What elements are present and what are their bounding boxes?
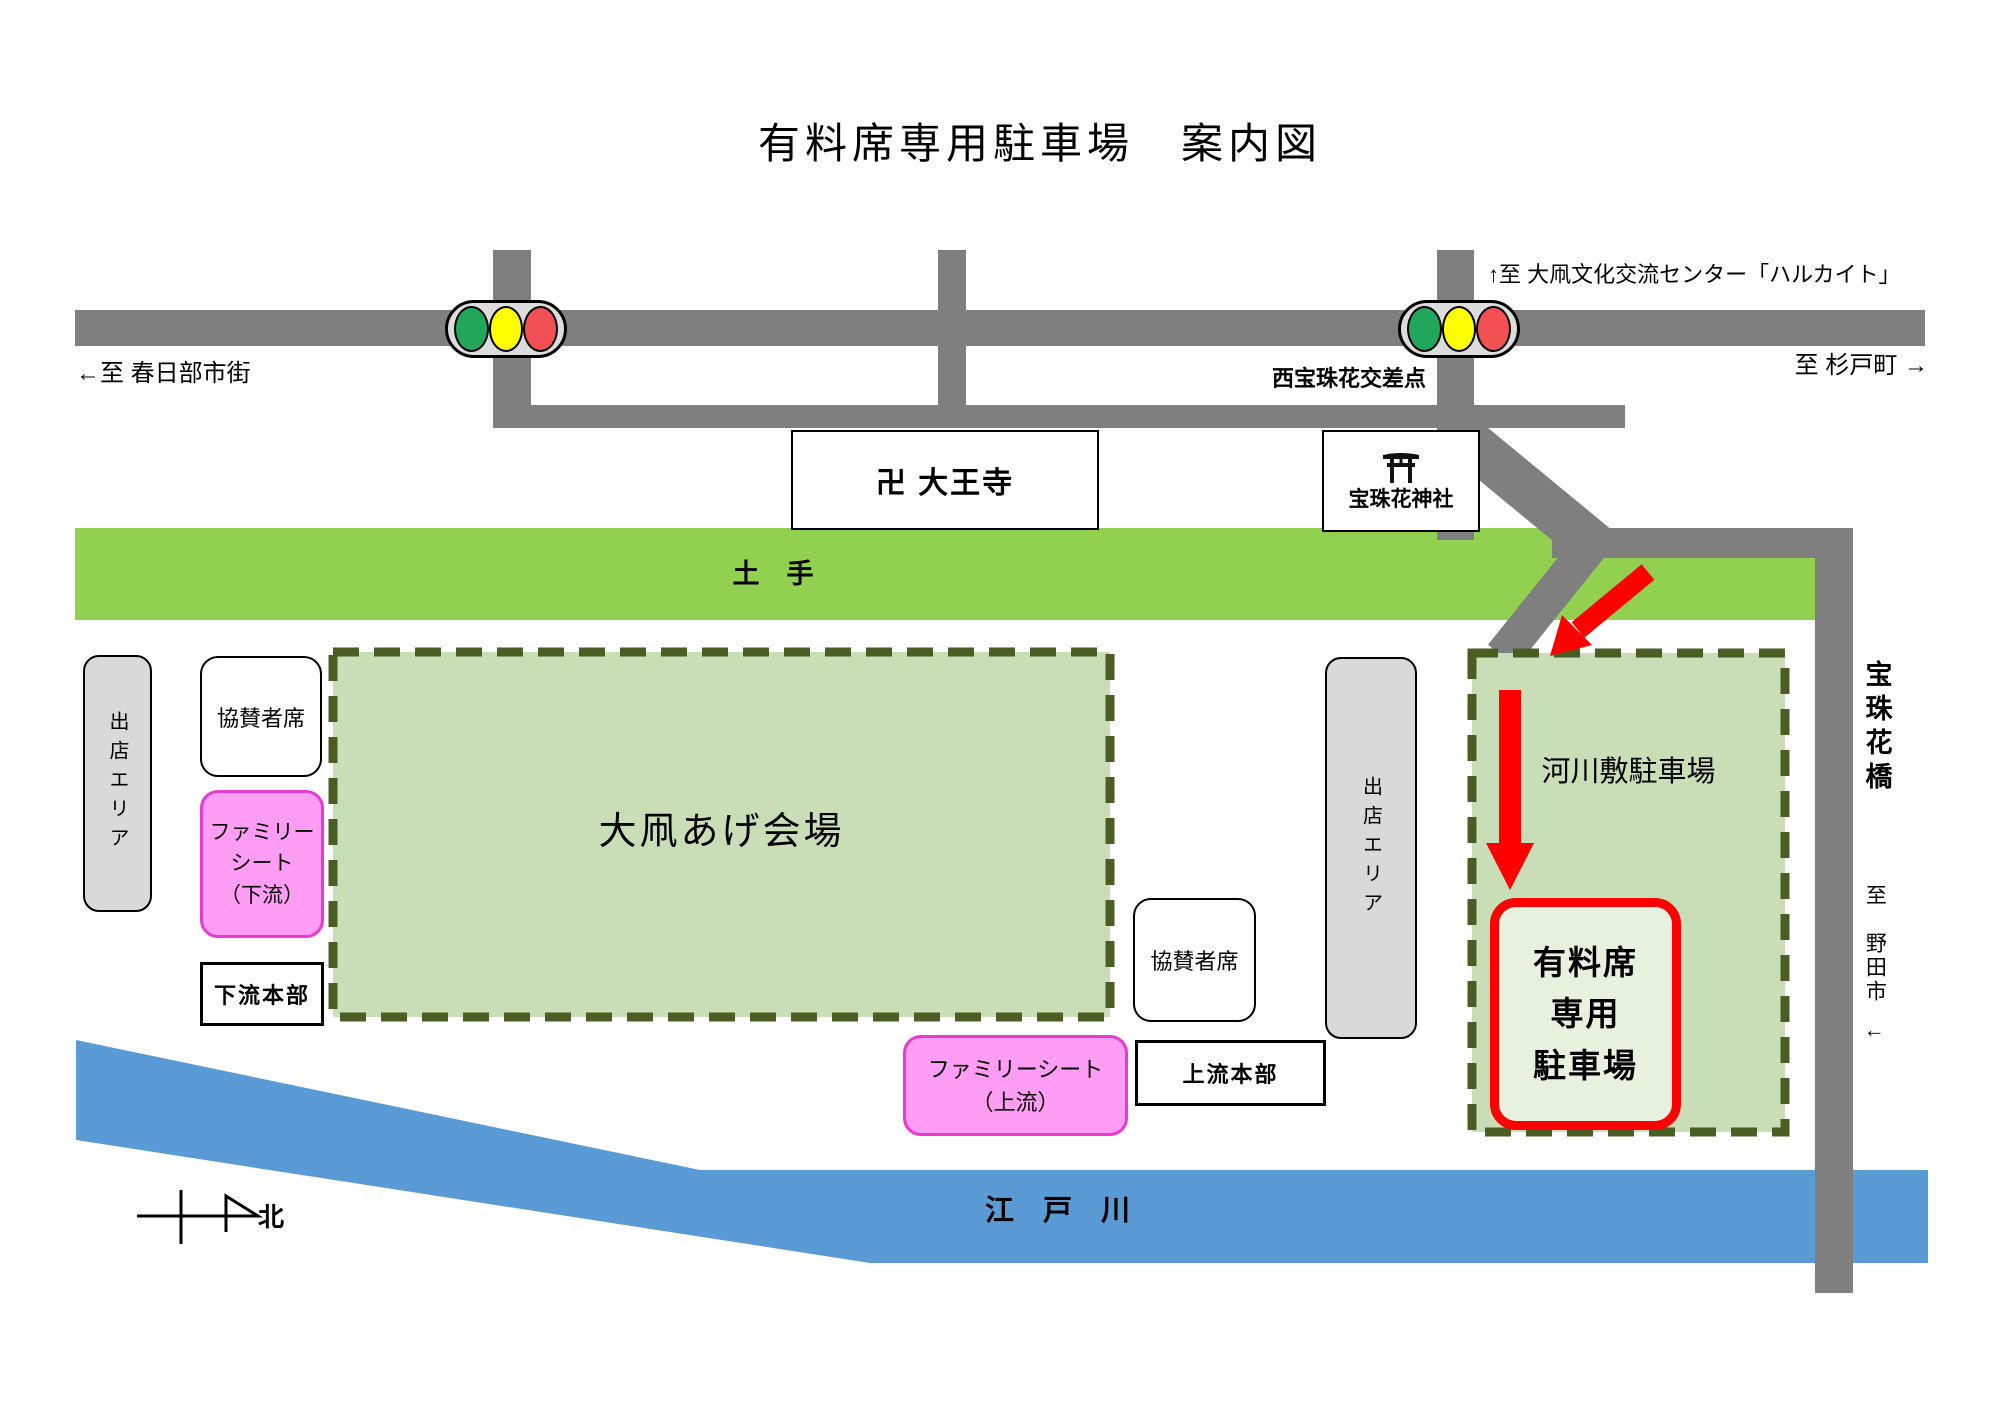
family-seat-downstream-box: ファミリー シート （下流） — [200, 790, 324, 938]
temple-box: 卍 大王寺 — [791, 430, 1099, 530]
north-label: 北 — [258, 1202, 285, 1232]
shrine-label: 宝珠花神社 — [1348, 488, 1454, 511]
direction-note-harukaito: ↑至 大凧文化交流センター「ハルカイト」 — [1488, 262, 1901, 287]
river-label: 江 戸 川 — [985, 1195, 1131, 1227]
sponsor-seat-left-label: 協賛者席 — [216, 705, 305, 731]
green-lamp-icon — [454, 306, 489, 352]
traffic-light-right-icon — [1398, 300, 1520, 358]
vendor-area-right-label: 出店エリア — [1359, 775, 1382, 921]
shrine-box: 宝珠花神社 — [1322, 430, 1480, 532]
family-seat-downstream-label: ファミリー シート （下流） — [209, 820, 315, 907]
river-shape — [76, 1040, 1928, 1263]
venue-area-shape — [328, 647, 1115, 1022]
hq-upstream-label: 上流本部 — [1182, 1062, 1279, 1087]
compass-icon — [137, 1190, 264, 1244]
riverbed-parking-label: 河川敷駐車場 — [1541, 756, 1716, 788]
family-seat-upstream-box: ファミリーシート （上流） — [903, 1035, 1128, 1136]
torii-icon — [1383, 453, 1419, 483]
page-title: 有料席専用駐車場 案内図 — [757, 120, 1322, 167]
vendor-area-left-label: 出店エリア — [106, 711, 128, 856]
hq-downstream-box: 下流本部 — [200, 962, 324, 1026]
family-seat-upstream-label: ファミリーシート （上流） — [927, 1056, 1104, 1115]
bridge-label: 宝珠花橋 — [1861, 660, 1892, 796]
road-second-horizontal — [493, 405, 1625, 428]
paid-parking-box: 有料席 専用 駐車場 — [1490, 898, 1681, 1130]
sponsor-seat-right-box: 協賛者席 — [1133, 898, 1256, 1022]
hq-downstream-label: 下流本部 — [213, 983, 310, 1008]
hq-upstream-box: 上流本部 — [1135, 1040, 1326, 1106]
traffic-light-left-icon — [445, 300, 567, 358]
venue-label: 大凧あげ会場 — [598, 811, 845, 853]
sponsor-seat-right-label: 協賛者席 — [1150, 949, 1239, 974]
route-arrow-vertical-icon — [1486, 690, 1534, 890]
paid-parking-label: 有料席 専用 駐車場 — [1533, 944, 1638, 1084]
vendor-area-left: 出店エリア — [83, 655, 152, 912]
direction-note-sugito: 至 杉戸町 → — [1794, 352, 1928, 379]
intersection-label: 西宝珠花交差点 — [1272, 366, 1427, 391]
road-diagonal-into-parking — [1487, 532, 1607, 668]
green-lamp-icon — [1407, 306, 1442, 352]
direction-note-noda: 至 野田市 ↓ — [1863, 884, 1887, 1042]
road-middle-vertical — [938, 250, 966, 428]
road-bridge — [1815, 528, 1853, 1293]
red-lamp-icon — [1476, 306, 1512, 352]
yellow-lamp-icon — [1441, 306, 1477, 352]
yellow-lamp-icon — [488, 306, 524, 352]
route-arrow-diagonal-icon — [1550, 564, 1655, 656]
direction-note-kasukabe: ←至 春日部市街 — [76, 360, 251, 387]
vendor-area-right: 出店エリア — [1325, 657, 1417, 1039]
temple-label: 卍 大王寺 — [875, 467, 1015, 500]
embankment-label: 土 手 — [732, 559, 814, 589]
sponsor-seat-left-box: 協賛者席 — [200, 656, 322, 777]
red-lamp-icon — [523, 306, 559, 352]
road-main — [75, 310, 1925, 346]
